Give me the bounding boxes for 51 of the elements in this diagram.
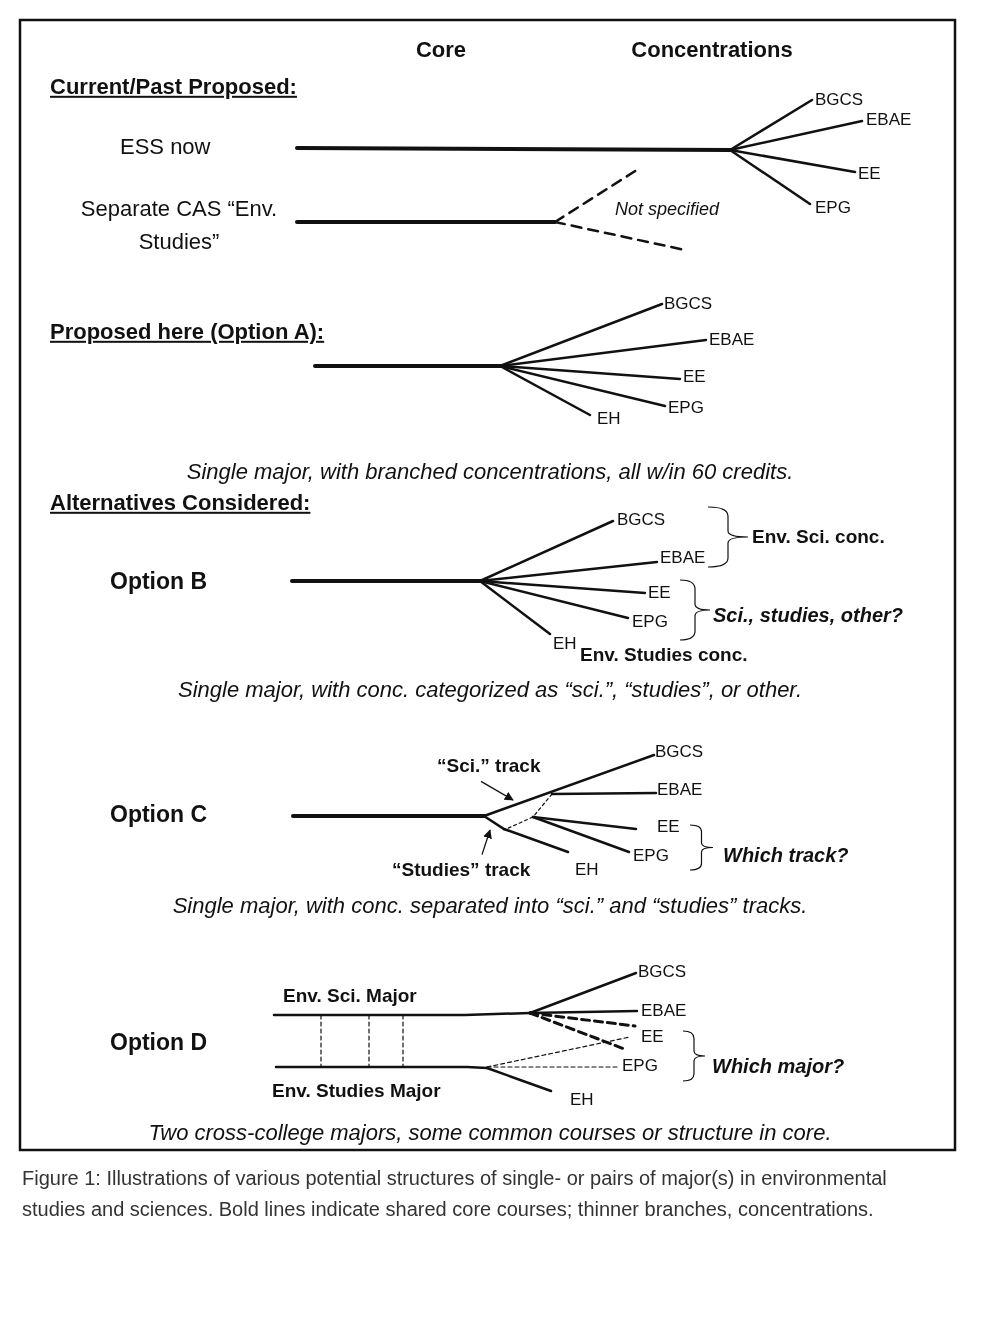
column-heading: Core [415,36,467,64]
question-text: Which track? [723,843,849,867]
concentration-label: EBAE [866,109,912,131]
concentration-label: BGCS [815,89,864,111]
section-heading: Current/Past Proposed: [50,73,297,101]
figure-caption: Figure 1: Illustrations of various potential structures of single- or pairs of major(s) in environmental studies and sciences. Bold lines indicate shared core courses; thinner branches, concentrations. [22,1166,888,1222]
column-heading: Concentrations [631,36,793,64]
concentration-label: EPG [815,197,851,219]
section-heading: Proposed here (Option A): [50,318,325,346]
question-text: Which major? [712,1054,845,1078]
major-label: Env. Studies Major [272,1079,441,1103]
concentration-label: EBAE [709,329,755,351]
leader-line [480,780,514,801]
concentration-label: EH [553,633,577,655]
leader-line [481,829,492,856]
concentration-label: EH [597,408,621,430]
major-label: Env. Sci. Major [283,984,417,1008]
concentration-label: EE [648,582,671,604]
group-label: Env. Sci. conc. [752,525,885,549]
option-label: Option D [110,1029,208,1057]
concentration-label: EPG [633,845,669,867]
option-label: Option B [110,568,208,596]
concentration-label: BGCS [617,509,666,531]
structure-label: ESS now [120,133,211,161]
description-text: Two cross-college majors, some common courses or structure in core. [148,1119,832,1147]
concentration-label: EBAE [641,1000,687,1022]
structure-label: Separate CAS “Env. Studies” [79,195,279,256]
concentration-label: EH [570,1089,594,1111]
concentration-label: BGCS [664,293,713,315]
section-heading: Alternatives Considered: [50,489,311,517]
note-text: Not specified [615,199,720,221]
description-text: Single major, with conc. categorized as “sci.”, “studies”, or other. [178,676,802,704]
question-text: Sci., studies, other? [713,603,904,627]
concentration-label: EE [858,163,881,185]
concentration-label: BGCS [655,741,704,763]
concentration-label: EE [657,816,680,838]
concentration-label: EPG [622,1055,658,1077]
concentration-label: BGCS [638,961,687,983]
concentration-label: EH [575,859,599,881]
track-label: “Studies” track [392,858,531,882]
group-label: Env. Studies conc. [580,643,748,667]
concentration-label: EPG [632,611,668,633]
concentration-label: EBAE [660,547,706,569]
option-label: Option C [110,801,208,829]
concentration-label: EE [641,1026,664,1048]
concentration-label: EPG [668,397,704,419]
track-label: “Sci.” track [437,754,541,778]
concentration-label: EBAE [657,779,703,801]
concentration-label: EE [683,366,706,388]
description-text: Single major, with branched concentrations, all w/in 60 credits. [186,458,794,486]
description-text: Single major, with conc. separated into “sci.” and “studies” tracks. [172,892,808,920]
